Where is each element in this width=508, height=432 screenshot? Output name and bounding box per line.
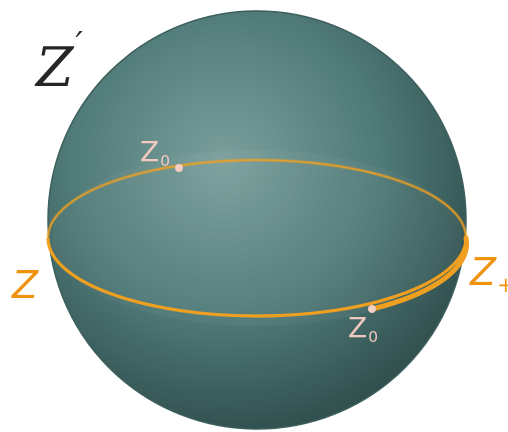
equator-back-arc bbox=[46, 158, 468, 239]
label-z-prime-sup: ′ bbox=[75, 25, 83, 63]
point-z0-top bbox=[175, 164, 183, 172]
point-z0-bottom bbox=[368, 305, 376, 313]
label-z0-bottom-sub: 0 bbox=[368, 328, 378, 347]
label-z0-top-sub: 0 bbox=[160, 152, 170, 171]
label-z: Z bbox=[12, 266, 38, 304]
label-z-prime: Z′ bbox=[36, 28, 83, 95]
label-z0-bottom-main: Z bbox=[348, 311, 368, 344]
label-z0-top: Z0 bbox=[140, 138, 170, 170]
label-z-main: Z bbox=[12, 263, 39, 307]
label-z0-bottom: Z0 bbox=[348, 314, 378, 346]
sphere bbox=[47, 10, 467, 430]
highlighted-arc bbox=[369, 235, 470, 312]
label-z0-top-main: Z bbox=[140, 135, 160, 168]
label-z-prime-main: Z bbox=[36, 35, 74, 99]
label-z-plus-main: Z bbox=[470, 250, 497, 294]
label-z-plus: Z+ bbox=[470, 253, 508, 296]
label-z-plus-sub: + bbox=[497, 273, 508, 297]
equatorial-plane bbox=[52, 150, 462, 326]
equator-front-arc bbox=[46, 237, 468, 318]
